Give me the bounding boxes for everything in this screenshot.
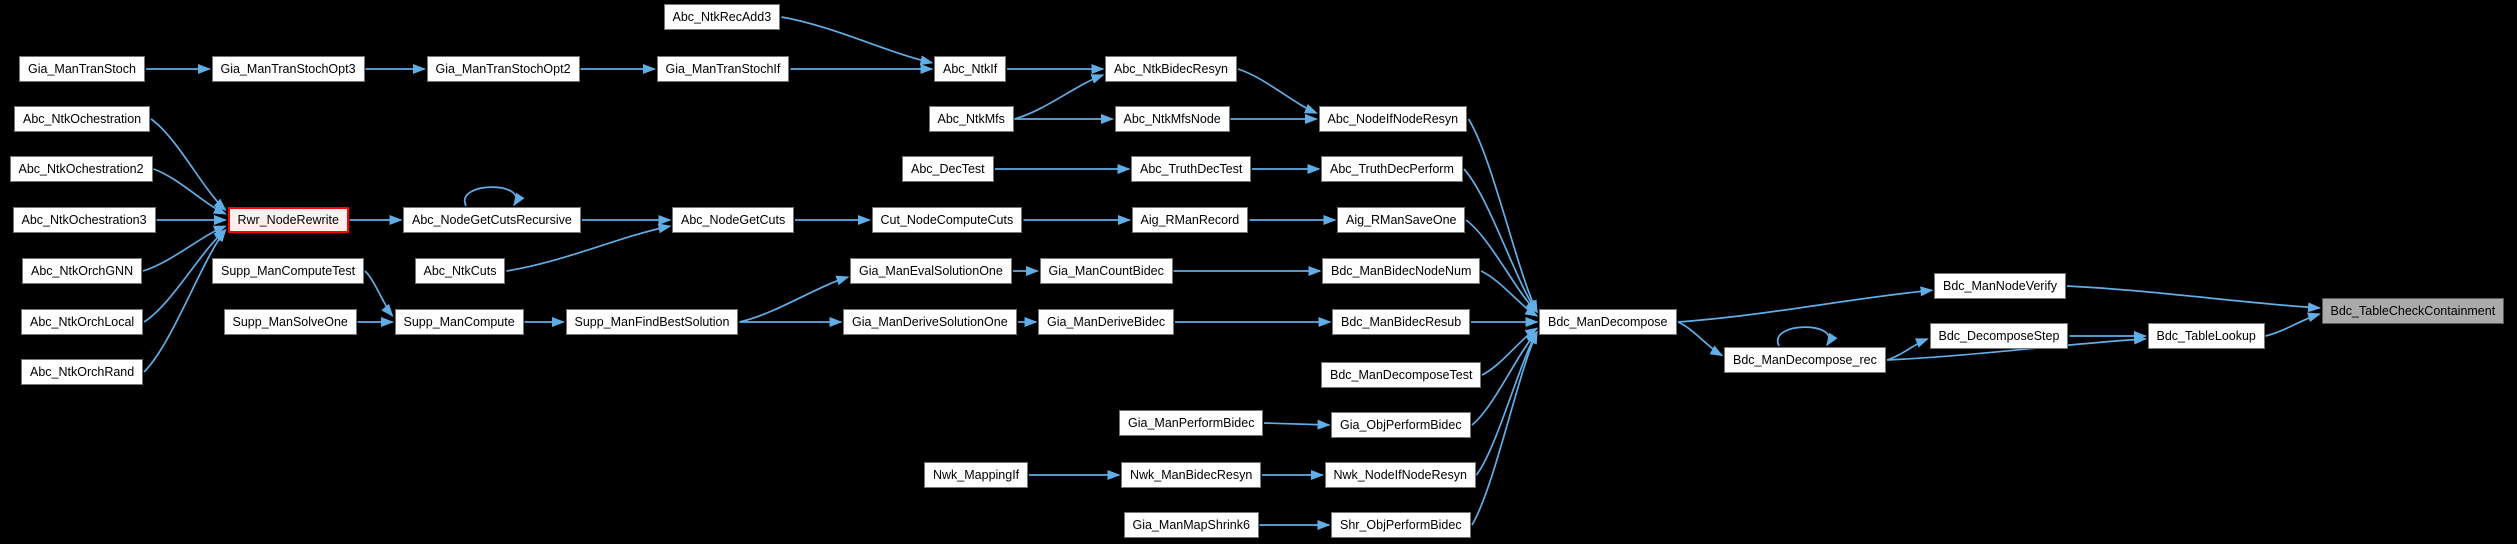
graph-node[interactable]: Supp_ManSolveOne: [223, 309, 357, 335]
call-edge: [1465, 219, 1539, 314]
graph-node[interactable]: Abc_TruthDecPerform: [1321, 156, 1463, 182]
graph-node[interactable]: Abc_NtkOchestration3: [12, 207, 156, 233]
call-edge: [1471, 330, 1538, 526]
call-edge: [2066, 285, 2321, 313]
graph-node[interactable]: Abc_TruthDecTest: [1131, 156, 1252, 182]
graph-node[interactable]: Rwr_NodeRewrite: [227, 207, 349, 233]
graph-node[interactable]: Nwk_MappingIf: [924, 462, 1029, 488]
call-edge: [1263, 419, 1331, 430]
call-edge: [1677, 286, 1934, 323]
graph-node[interactable]: Gia_ManDeriveBidec: [1038, 309, 1175, 335]
graph-node[interactable]: Cut_NodeComputeCuts: [871, 207, 1023, 233]
graph-node[interactable]: Abc_NtkMfsNode: [1114, 106, 1230, 132]
call-edge: [739, 275, 850, 323]
graph-node[interactable]: Abc_NtkMfs: [928, 106, 1014, 132]
graph-node[interactable]: Abc_DecTest: [902, 156, 994, 182]
call-edge: [143, 228, 227, 373]
graph-node[interactable]: Abc_NtkCuts: [414, 258, 506, 284]
call-edge: [1886, 334, 2147, 361]
graph-node[interactable]: Abc_NtkBidecResyn: [1105, 56, 1237, 82]
graph-node[interactable]: Bdc_ManBidecResub: [1332, 309, 1471, 335]
graph-node[interactable]: Supp_ManCompute: [394, 309, 524, 335]
graph-node[interactable]: Abc_NodeGetCutsRecursive: [403, 207, 581, 233]
graph-node[interactable]: Bdc_TableLookup: [2147, 323, 2265, 349]
graph-node[interactable]: Nwk_ManBidecResyn: [1121, 462, 1262, 488]
graph-node[interactable]: Aig_RManRecord: [1131, 207, 1249, 233]
call-edge: [1776, 326, 1838, 347]
graph-node[interactable]: Bdc_ManDecompose_rec: [1724, 347, 1886, 373]
call-edge: [781, 16, 934, 66]
graph-node[interactable]: Gia_ManTranStochIf: [656, 56, 790, 82]
graph-node[interactable]: Abc_NtkOchestration2: [9, 156, 153, 182]
graph-node[interactable]: Abc_NtkOrchGNN: [22, 258, 143, 284]
graph-node[interactable]: Abc_NodeGetCuts: [672, 207, 795, 233]
call-edge: [2265, 312, 2321, 337]
call-edge: [1475, 330, 1538, 476]
call-edge: [1480, 270, 1539, 317]
call-edge: [463, 186, 525, 207]
graph-node[interactable]: Bdc_DecomposeStep: [1929, 323, 2069, 349]
graph-node[interactable]: Gia_ManDeriveSolutionOne: [843, 309, 1017, 335]
graph-node[interactable]: Abc_NtkIf: [934, 56, 1007, 82]
call-edge: [364, 270, 394, 318]
call-edge: [1471, 330, 1539, 426]
graph-node[interactable]: Abc_NtkOchestration: [14, 106, 151, 132]
graph-node[interactable]: Bdc_ManDecompose: [1539, 309, 1677, 335]
graph-node[interactable]: Supp_ManFindBestSolution: [565, 309, 739, 335]
graph-node[interactable]: Abc_NodeIfNodeResyn: [1318, 106, 1468, 132]
graph-node[interactable]: Bdc_ManDecomposeTest: [1321, 362, 1482, 388]
graph-node[interactable]: Supp_ManComputeTest: [212, 258, 365, 284]
graph-node[interactable]: Shr_ObjPerformBidec: [1331, 512, 1471, 538]
graph-node: Bdc_TableCheckContainment: [2321, 298, 2505, 324]
call-edge: [150, 118, 227, 212]
call-edge: [1463, 168, 1538, 314]
graph-node[interactable]: Abc_NtkRecAdd3: [663, 4, 781, 30]
graph-node[interactable]: Gia_ManTranStochOpt3: [211, 56, 365, 82]
graph-node[interactable]: Bdc_ManNodeVerify: [1934, 273, 2066, 299]
call-edge: [153, 168, 227, 215]
call-edge: [1886, 338, 1929, 361]
call-edge: [1237, 68, 1318, 114]
call-edge: [1467, 118, 1538, 314]
graph-node[interactable]: Gia_ManEvalSolutionOne: [850, 258, 1012, 284]
graph-node[interactable]: Gia_ManMapShrink6: [1123, 512, 1259, 538]
call-edge: [1677, 321, 1724, 357]
graph-node[interactable]: Abc_NtkOrchRand: [21, 359, 144, 385]
graph-node[interactable]: Bdc_ManBidecNodeNum: [1322, 258, 1481, 284]
graph-node[interactable]: Gia_ManPerformBidec: [1119, 410, 1264, 436]
graph-node[interactable]: Aig_RManSaveOne: [1337, 207, 1466, 233]
graph-node[interactable]: Gia_ManCountBidec: [1039, 258, 1173, 284]
call-edge: [1014, 74, 1105, 120]
call-edge: [506, 223, 672, 272]
graph-node[interactable]: Gia_ObjPerformBidec: [1331, 412, 1471, 438]
graph-node[interactable]: Abc_NtkOrchLocal: [21, 309, 144, 335]
graph-node[interactable]: Nwk_NodeIfNodeResyn: [1324, 462, 1476, 488]
graph-node[interactable]: Gia_ManTranStoch: [19, 56, 145, 82]
graph-node[interactable]: Gia_ManTranStochOpt2: [426, 56, 580, 82]
